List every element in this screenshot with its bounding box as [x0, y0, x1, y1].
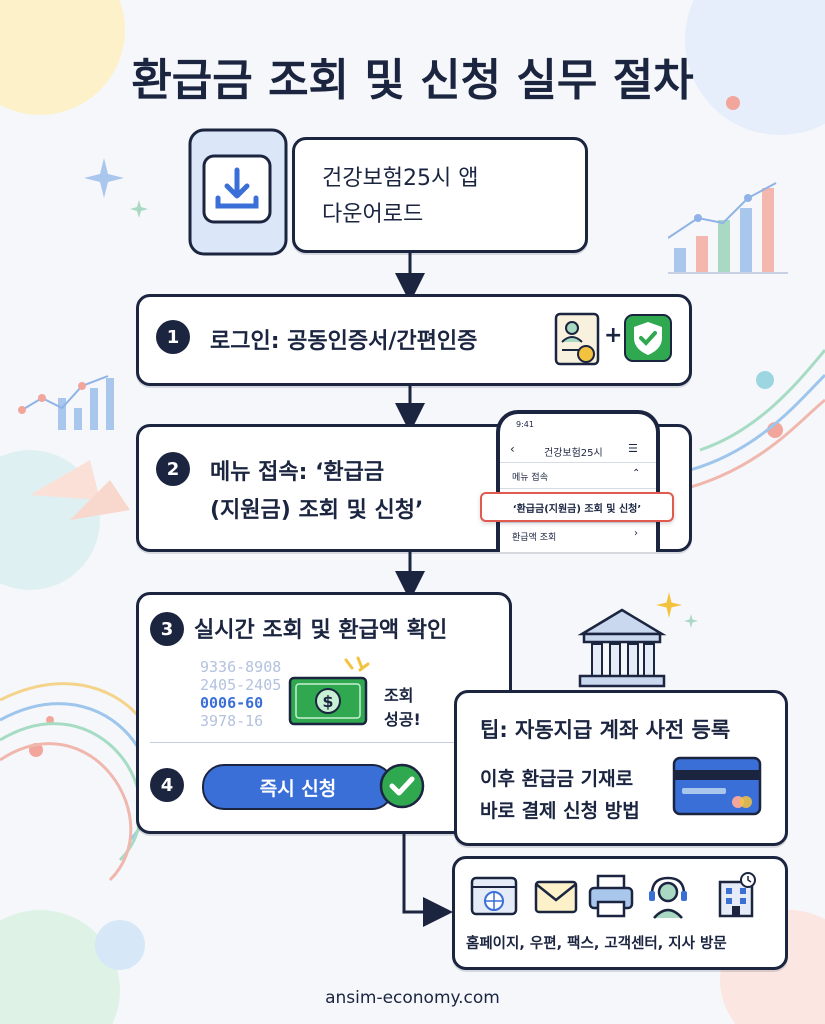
bar-chart-decoration-icon — [668, 182, 788, 274]
step1-number: 1 — [156, 320, 190, 354]
step-download-card — [292, 137, 588, 253]
sparkle-icon — [656, 592, 682, 618]
step1-card — [136, 294, 692, 386]
branch-office-building-icon — [718, 872, 756, 918]
svg-text:$: $ — [322, 692, 333, 711]
sparkle-icon — [130, 200, 148, 218]
phone-sub-item: 환급액 조회 — [512, 533, 557, 543]
channels-label: 홈페이지, 우편, 팩스, 고객센터, 지사 방문 — [466, 936, 727, 952]
lookup-number-1: 9336-8908 — [200, 658, 282, 676]
phone-menu-icon: ☰ — [628, 442, 638, 455]
step3-label: 실시간 조회 및 환급액 확인 — [194, 618, 448, 643]
sparkle-icon — [84, 158, 124, 198]
lookup-number-2: 2405-2405 — [200, 676, 282, 694]
step2-line2: (지원금) 조회 및 신청’ — [210, 498, 424, 523]
call-center-headset-icon — [649, 876, 687, 919]
mail-envelope-icon — [534, 880, 578, 914]
phone-app-title: 건강보험25시 — [544, 448, 603, 459]
money-bill-icon: $ — [288, 656, 370, 726]
apply-now-button[interactable]: 즉시 신청 — [202, 764, 394, 810]
homepage-browser-icon — [470, 876, 518, 916]
step-download-line1: 건강보험25시 앱 — [322, 166, 479, 191]
chevron-right-icon: › — [634, 528, 638, 539]
card-divider — [150, 742, 490, 743]
step2-number: 2 — [156, 452, 190, 486]
certificate-icon — [554, 312, 600, 366]
phone-menu-label: 메뉴 접속 — [512, 473, 548, 483]
phone-time: 9:41 — [516, 420, 534, 429]
phone-back-icon: ‹ — [510, 442, 515, 456]
tip-line1: 이후 환급금 기재로 — [480, 768, 634, 790]
step4-number: 4 — [150, 768, 184, 802]
highlighted-menu-item[interactable]: ‘환급금(지원금) 조회 및 신청’ — [480, 492, 674, 522]
credit-card-icon — [672, 756, 762, 816]
step1-label: 로그인: 공동인증서/간편인증 — [210, 329, 478, 354]
phone-download-icon — [188, 128, 288, 256]
success-line1: 조회 — [384, 686, 414, 705]
check-circle-icon — [379, 763, 425, 809]
step3-number: 3 — [150, 612, 184, 646]
sparkle-icon — [684, 614, 698, 628]
tip-line2: 바로 결제 신청 방법 — [480, 800, 640, 822]
lookup-number-3: 0006-60 — [200, 694, 264, 712]
tip-title: 팁: 자동지급 계좌 사전 등록 — [480, 718, 731, 742]
step-download-line2: 다운어로드 — [322, 202, 424, 227]
apply-now-label: 즉시 신청 — [259, 777, 337, 800]
lookup-number-4: 3978-16 — [200, 712, 264, 730]
footer-url[interactable]: ansim-economy.com — [325, 988, 500, 1008]
chevron-up-icon: ⌃ — [632, 468, 641, 479]
plus-sign: + — [604, 323, 623, 348]
step2-line1: 메뉴 접속: ‘환급금 — [210, 460, 385, 485]
highlighted-menu-label: ‘환급금(지원금) 조회 및 신청’ — [512, 503, 642, 515]
shield-check-icon — [624, 314, 672, 362]
phone-mockup: 9:41 ‹ 건강보험25시 ☰ 메뉴 접속 ⌃ 환급액 조회 › — [496, 410, 660, 552]
fax-printer-icon — [588, 874, 634, 918]
page-title: 환급금 조회 및 신청 실무 절차 — [131, 55, 694, 106]
success-line2: 성공! — [384, 710, 421, 729]
line-chart-decoration-icon — [18, 375, 114, 430]
bank-icon — [577, 608, 667, 688]
